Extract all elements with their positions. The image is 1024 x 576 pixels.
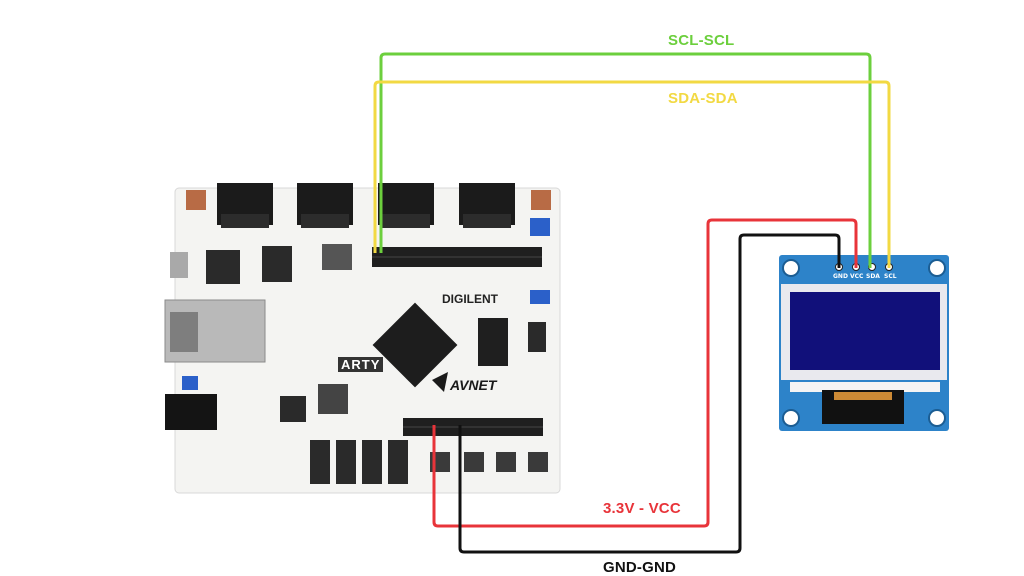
- prog-button: [186, 190, 206, 210]
- pmod-connector-ja: [217, 183, 273, 228]
- pmod-connector-jb: [297, 183, 353, 228]
- scl-wire-label: SCL-SCL: [668, 32, 735, 49]
- oled-screen: [790, 292, 940, 370]
- gnd-wire-label: GND-GND: [603, 559, 677, 576]
- shield-header-top: [372, 247, 542, 267]
- oled-module: [779, 255, 949, 431]
- jumper-left: [182, 376, 198, 390]
- vcc-wire-label: 3.3V - VCC: [603, 500, 681, 517]
- sda-wire-label: SDA-SDA: [668, 90, 738, 107]
- digilent-logo: DIGILENT: [442, 292, 498, 306]
- avnet-logo: AVNET: [450, 377, 497, 393]
- arty-logo: ARTY: [338, 357, 384, 372]
- switch-0: [310, 440, 330, 484]
- switch-2: [362, 440, 382, 484]
- oled-pin-vcc-label: VCC: [850, 273, 864, 280]
- gnd-wire: [458, 233, 841, 554]
- pmod-connector-jc: [378, 183, 434, 228]
- usb-port: [170, 252, 188, 278]
- pmod-connector-jd: [459, 183, 515, 228]
- ethernet-jack: [164, 299, 266, 363]
- push-button-1: [464, 452, 484, 472]
- ddr-memory-chip: [478, 318, 508, 366]
- avnet-logo-mark: [432, 372, 448, 392]
- vcc-wire: [432, 218, 858, 528]
- oled-pin-gnd-label: GND: [833, 273, 848, 280]
- push-button-3: [528, 452, 548, 472]
- ic-2: [262, 246, 292, 282]
- jumper-mid: [530, 290, 550, 304]
- ic-6: [528, 322, 546, 352]
- shield-header-bottom: [403, 418, 543, 436]
- switch-3: [388, 440, 408, 484]
- ic-1: [206, 250, 240, 284]
- switch-1: [336, 440, 356, 484]
- scl-wire: [379, 52, 872, 268]
- ic-3: [322, 244, 352, 270]
- fpga-chip: [372, 302, 458, 388]
- sda-wire: [373, 80, 891, 268]
- ic-5: [318, 384, 348, 414]
- power-jack: [165, 394, 217, 430]
- oled-pin-scl-label: SCL: [884, 273, 897, 280]
- jumper-top: [530, 218, 550, 236]
- oled-pin-sda-label: SDA: [866, 273, 880, 280]
- arty-fpga-board: [164, 183, 561, 494]
- push-button-2: [496, 452, 516, 472]
- ic-4: [280, 396, 306, 422]
- reset-button: [531, 190, 551, 210]
